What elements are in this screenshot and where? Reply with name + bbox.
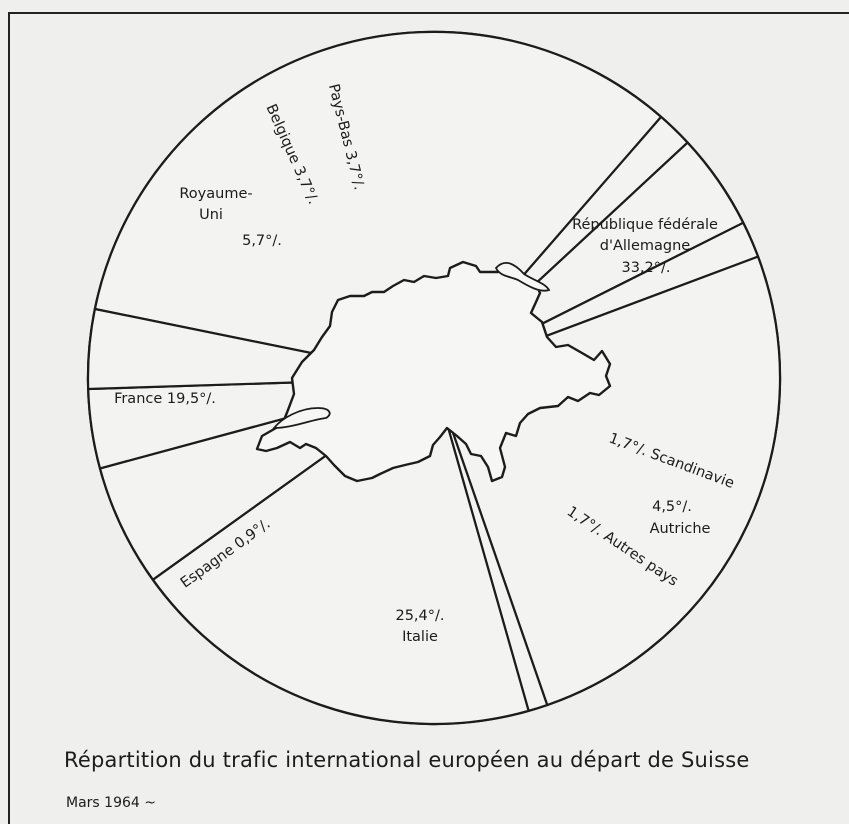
chart-date: Mars 1964 ~ bbox=[66, 795, 156, 811]
lake-geneva bbox=[272, 407, 331, 429]
switzerland-map bbox=[255, 260, 612, 483]
label-autriche-line1: 4,5°/. bbox=[652, 499, 692, 515]
label-royaume-uni-line3: 5,7°/. bbox=[242, 233, 282, 249]
label-royaume-uni-line1: Royaume- bbox=[179, 186, 252, 202]
label-allemagne-line2: d'Allemagne bbox=[600, 238, 690, 254]
label-royaume-uni-line2: Uni bbox=[199, 207, 223, 223]
pie-slice-r-publique-f-d-rale-d-allemagne bbox=[93, 30, 663, 380]
pie-slice-france bbox=[151, 376, 530, 726]
label-france: France 19,5°/. bbox=[114, 391, 216, 407]
chart-caption: Répartition du trafic international euro… bbox=[64, 748, 750, 772]
label-italie-line2: Italie bbox=[402, 629, 438, 645]
label-autriche-line2: Autriche bbox=[650, 521, 711, 537]
label-allemagne-line1: République fédérale bbox=[572, 217, 718, 233]
figure-frame bbox=[8, 12, 849, 824]
label-allemagne-line3: 33,2°/. bbox=[621, 260, 670, 276]
lake-constance bbox=[494, 261, 551, 292]
label-italie-line1: 25,4°/. bbox=[395, 608, 444, 624]
